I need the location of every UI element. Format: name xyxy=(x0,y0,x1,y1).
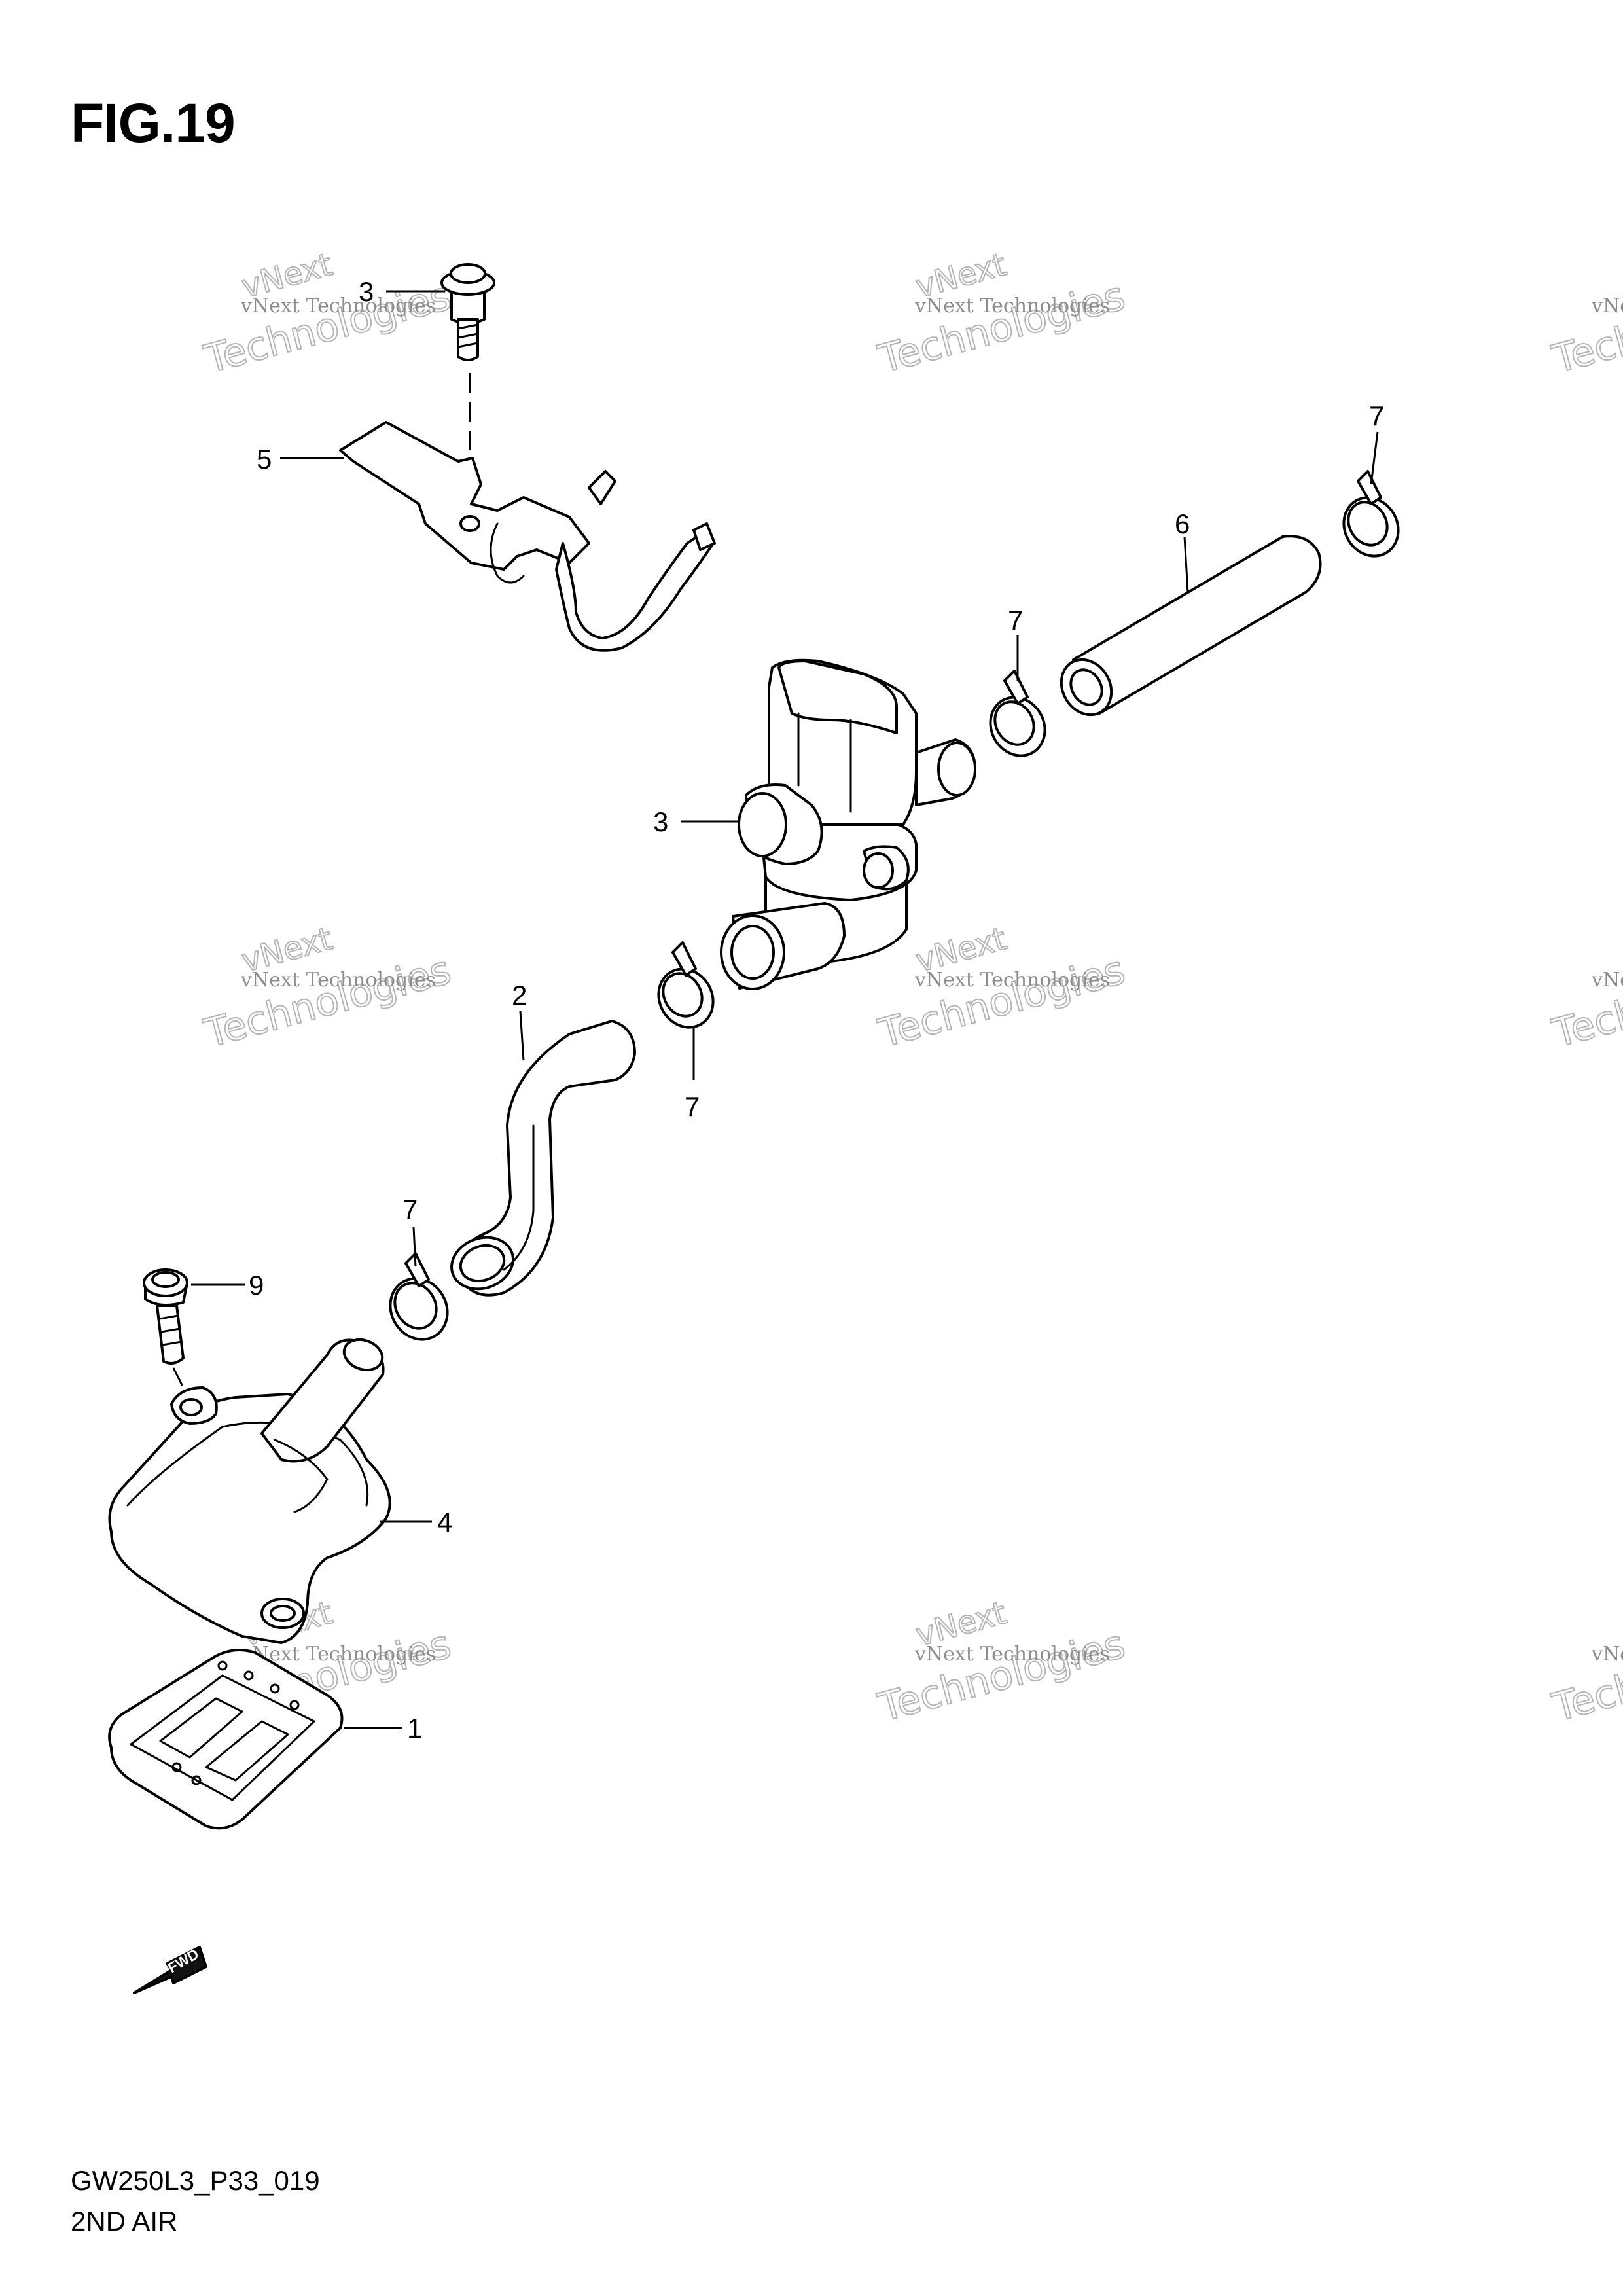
part-cover-4 xyxy=(108,1338,391,1644)
watermark-technologies: Technologies xyxy=(874,1621,1130,1731)
watermark-technologies: Technologies xyxy=(874,947,1130,1057)
watermark-text: vNext Technologies xyxy=(1591,295,1623,317)
watermark: vNext Technologies vNext Technologies xyxy=(873,920,1130,1058)
callout-5: 5 xyxy=(257,444,272,475)
callout-7-middle-right: 7 xyxy=(1008,605,1023,636)
watermark: vNext Technologies vNext Technologies xyxy=(873,245,1130,384)
part-bolt-9 xyxy=(143,1268,191,1401)
fwd-arrow: FWD xyxy=(133,1946,207,1994)
watermark-technologies: Technologies xyxy=(1548,1621,1623,1731)
watermark-technologies: Technologies xyxy=(200,947,455,1057)
callout-7-top-right: 7 xyxy=(1369,401,1384,431)
part-clamp-7-top-right xyxy=(1342,470,1400,558)
figure-title: FIG.19 xyxy=(71,92,236,154)
watermark-text: vNext Technologies xyxy=(914,969,1110,992)
part-hose-6 xyxy=(1060,535,1322,717)
watermark: vNext Technologies vNext Technologies xyxy=(199,920,456,1058)
watermark-text: vNext Technologies xyxy=(1591,1643,1623,1666)
watermark-text: vNext Technologies xyxy=(240,969,436,992)
figure-code: GW250L3_P33_019 xyxy=(71,2165,320,2196)
callout-4: 4 xyxy=(437,1507,452,1537)
part-bracket-5 xyxy=(339,421,716,652)
part-clamp-7-lower xyxy=(389,1252,449,1341)
watermark: vNext Technologies vNext Technologies xyxy=(873,1594,1130,1732)
part-clamp-7-middle-right xyxy=(989,670,1046,757)
callout-1: 1 xyxy=(407,1713,422,1744)
watermark-technologies: Technologies xyxy=(874,273,1130,383)
callout-7-middle-left: 7 xyxy=(685,1091,700,1122)
callout-2: 2 xyxy=(512,980,527,1011)
callout-9: 9 xyxy=(249,1270,264,1300)
callout-3-top: 3 xyxy=(359,276,374,307)
callout-6: 6 xyxy=(1175,509,1190,539)
watermark-technologies: Technologies xyxy=(200,273,455,383)
watermark-edge: vNext Technologies Technologies vNext Te… xyxy=(1547,272,1623,1732)
figure-name: 2ND AIR xyxy=(71,2206,178,2236)
watermark: vNext Technologies vNext Technologies xyxy=(199,245,456,384)
part-bent-hose-2 xyxy=(450,1020,636,1297)
watermark-text: vNext Technologies xyxy=(914,295,1110,317)
part-air-valve-3 xyxy=(720,658,976,990)
part-clamp-7-middle-left xyxy=(657,941,715,1029)
watermark-text: vNext Technologies xyxy=(1591,969,1623,992)
watermark-text: vNext Technologies xyxy=(240,295,436,317)
callout-3-valve: 3 xyxy=(653,806,668,837)
callout-group: 3 5 7 6 7 3 2 7 7 9 4 1 xyxy=(191,276,1384,1744)
callout-7-lower: 7 xyxy=(402,1194,418,1225)
watermark-technologies: Technologies xyxy=(1548,947,1623,1057)
watermark-text: vNext Technologies xyxy=(914,1643,1110,1666)
part-reed-plate-1 xyxy=(108,1649,344,1830)
watermark-technologies: Technologies xyxy=(1548,273,1623,383)
